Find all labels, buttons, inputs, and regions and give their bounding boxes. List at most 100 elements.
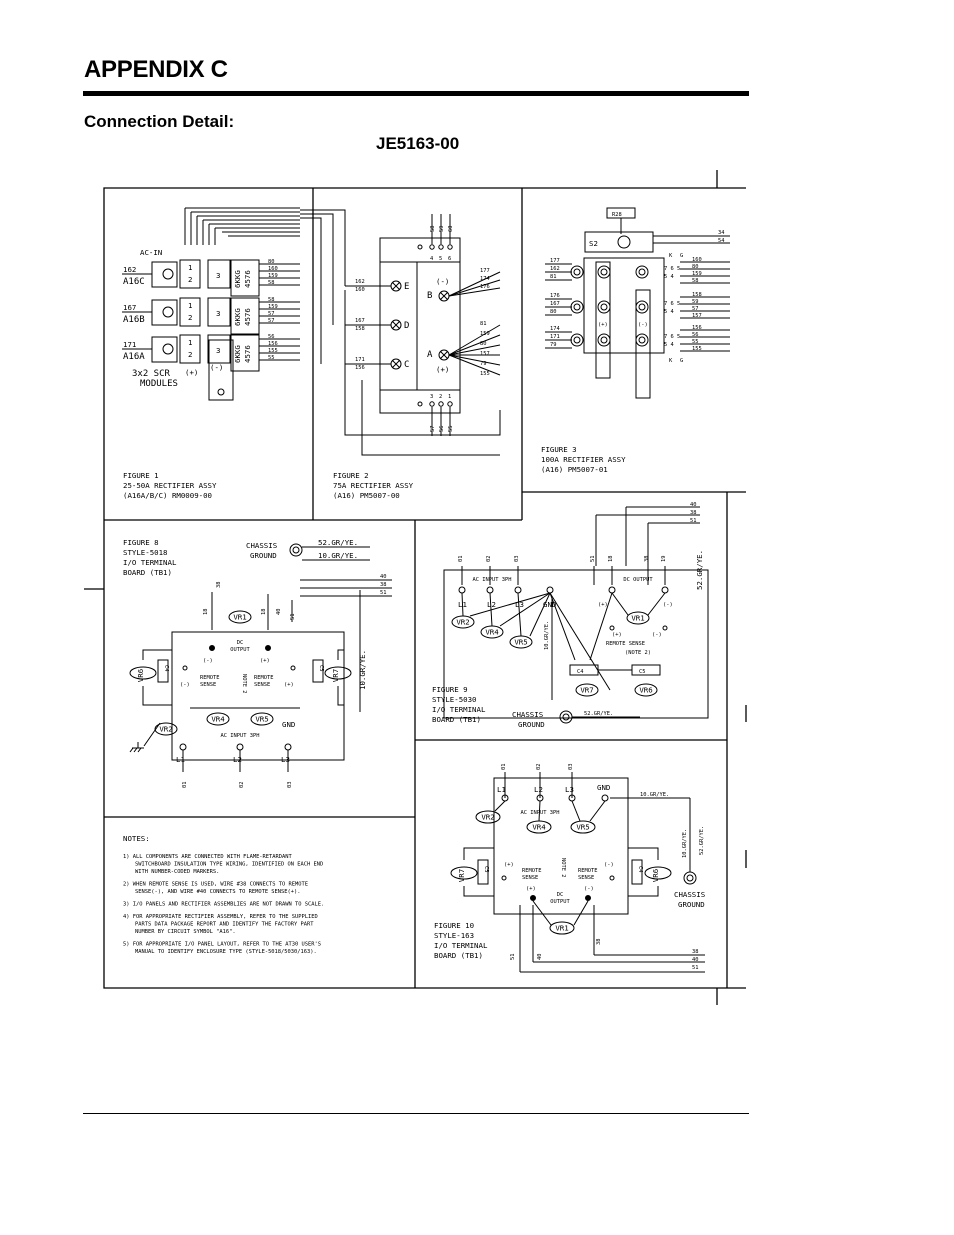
wire	[529, 592, 551, 637]
label-figures-fig8-vr-1: VR2	[159, 725, 172, 734]
wire	[532, 900, 552, 926]
capacitor-c5	[477, 859, 489, 885]
label-figures-fig8-remote_sense-1: SENSE	[200, 682, 216, 688]
label-figures-fig1-module_code-0: 6KKG	[233, 308, 242, 326]
label-figures-fig3-s2_wires-0: 34	[718, 230, 725, 236]
label-notes-items-4-1: MANUAL TO IDENTIFY ENCLOSURE TYPE (STYLE…	[135, 949, 317, 955]
label-figures-fig2-bot_wires-0: 57	[430, 426, 436, 433]
label-notes-items-1-0: 2) WHEN REMOTE SENSE IS USED, WIRE #38 C…	[123, 882, 308, 888]
label-figures-fig9-top_wires-4: 18	[608, 556, 614, 563]
label-figures-fig10-side_wires-1: 52.GR/YE.	[699, 826, 705, 855]
stud-inner	[638, 336, 646, 344]
label-figures-fig8-vr-5: VR7	[331, 669, 340, 682]
label-figures-fig2-caption-2: (A16) PM5007-00	[333, 491, 400, 500]
scr-num: 2	[188, 350, 192, 359]
terminal	[546, 586, 554, 594]
label-figures-fig1-caption-2: (A16A/B/C) RM0009-00	[123, 491, 212, 500]
label-figures-fig1-wire_groups-2-1: 156	[268, 341, 278, 347]
label-figures-fig9-caps-1: C4	[577, 669, 584, 675]
label-figures-fig9-vr-3: VR1	[631, 614, 644, 623]
label-figures-fig8-vr-3: VR5	[255, 715, 268, 724]
varistor-symbol	[129, 666, 157, 680]
label-figures-fig8-gnd: GND	[282, 720, 295, 729]
label-figures-fig9-note: (NOTE 2)	[625, 650, 651, 656]
varistor-symbol	[575, 683, 599, 697]
label-figures-fig9-dc_output: DC OUTPUT	[623, 577, 653, 583]
io-board	[171, 631, 345, 761]
label-figures-fig2-bot_terms-2: 1	[448, 394, 451, 400]
label-figures-fig1-refs-0: A16C	[123, 277, 145, 287]
label-figures-fig8-bot_wires-1: 02	[239, 782, 245, 789]
scr-num: 2	[188, 275, 192, 284]
scr-block	[179, 259, 201, 289]
wire	[628, 886, 659, 897]
label-figures-fig10-chassis_ground-1: GROUND	[678, 900, 705, 909]
scr-num: 2	[188, 313, 192, 322]
label-figures-fig8-remote_sense-0: REMOTE	[254, 675, 273, 681]
terminal	[458, 586, 466, 594]
term-num: 7 6 5	[664, 266, 680, 272]
varistor-symbol	[549, 921, 575, 935]
wire	[137, 747, 142, 753]
label-figures-fig10-right_wires-2: 51	[692, 965, 699, 971]
wire	[461, 592, 464, 617]
label-figures-fig3-caption-2: (A16) PM5007-01	[541, 465, 608, 474]
wire	[392, 360, 400, 368]
page-title: APPENDIX C	[84, 56, 228, 83]
label-figures-fig10-caps-1: C4	[637, 866, 643, 873]
label-figures-fig9-top_wires-0: 01	[458, 556, 464, 563]
label-figures-fig3-kg-1: G	[680, 253, 683, 259]
label-figures-fig10-lines-1: L2	[534, 785, 543, 794]
label-figures-fig8-bot_wires-0: 01	[182, 782, 188, 789]
label-figures-fig8-lines-0: L1	[176, 755, 185, 764]
label-figures-fig8-bot_wires-2: 03	[287, 782, 293, 789]
label-figures-fig2-right_b-2: 176	[480, 284, 490, 290]
label-figures-fig2-top_terms-2: 6	[448, 256, 451, 262]
label-figures-fig9-vr-0: VR2	[456, 618, 469, 627]
chassis-stud	[289, 543, 303, 557]
label-figures-fig3-left-2-1: 171	[550, 334, 560, 340]
terminal	[609, 875, 615, 881]
label-figures-fig9-right_wires-2: 51	[690, 518, 697, 524]
wire	[463, 886, 494, 897]
scr-num: 1	[188, 301, 192, 310]
label-figures-fig10-side_wires-0: 10.GR/YE.	[682, 829, 688, 858]
label-figures-fig1-wire_groups-0-3: 58	[268, 280, 275, 286]
wire	[142, 686, 172, 706]
label-figures-fig3-kg-0: K	[669, 358, 673, 364]
chassis-stud-inner	[562, 713, 570, 721]
label-figures-fig10-caption-0: FIGURE 10	[434, 921, 474, 930]
stud	[635, 333, 649, 347]
label-figures-fig2-top_terms-0: 4	[430, 256, 433, 262]
label-figures-fig2-top_wires-2: 60	[448, 226, 454, 233]
terminal	[417, 401, 423, 407]
label-figures-fig9-caption-2: I/O TERMINAL	[432, 705, 486, 714]
label-figures-fig9-signs-1: (-)	[663, 602, 673, 608]
label-figures-fig1-module_code-1: 4576	[243, 345, 252, 363]
terminal	[438, 244, 444, 250]
label-figures-fig3-right-2-2: 55	[692, 339, 699, 345]
wire	[361, 380, 500, 456]
label-figures-fig10-bot_wires-1: 40	[537, 954, 543, 961]
varistor-symbol	[634, 683, 658, 697]
label-figures-fig8-vr-4: VR6	[136, 669, 145, 682]
wire	[300, 213, 334, 325]
label-figures-fig10-gnd_wire: 10.GR/YE.	[640, 792, 669, 798]
stud-inner	[600, 303, 608, 311]
label-figures-fig1-plus: (+)	[185, 368, 198, 377]
label-notes-items-3-1: PARTS DATA PACKAGE REPORT AND IDENTIFY T…	[135, 922, 314, 928]
drawing-number: JE5163-00	[376, 134, 460, 153]
label-figures-fig10-right_wires-1: 40	[692, 957, 699, 963]
label-figures-fig2-left_wires-2-1: 156	[355, 365, 365, 371]
label-figures-fig3-s2: S2	[589, 239, 598, 248]
label-notes-items-0-0: 1) ALL COMPONENTS ARE CONNECTED WITH FLA…	[123, 854, 293, 860]
wire	[611, 592, 629, 616]
term-num: 5 4	[664, 342, 674, 348]
wire	[538, 800, 541, 822]
capacitor-c5	[312, 659, 324, 683]
label-notes-items-3-2: NUMBER BY CIRCUIT SYMBOL "A16".	[135, 929, 236, 935]
label-figures-fig10-caps-0: C5	[483, 866, 489, 873]
chassis-stud-inner	[686, 874, 694, 882]
label-figures-fig9-top_wires-3: 51	[590, 556, 596, 563]
